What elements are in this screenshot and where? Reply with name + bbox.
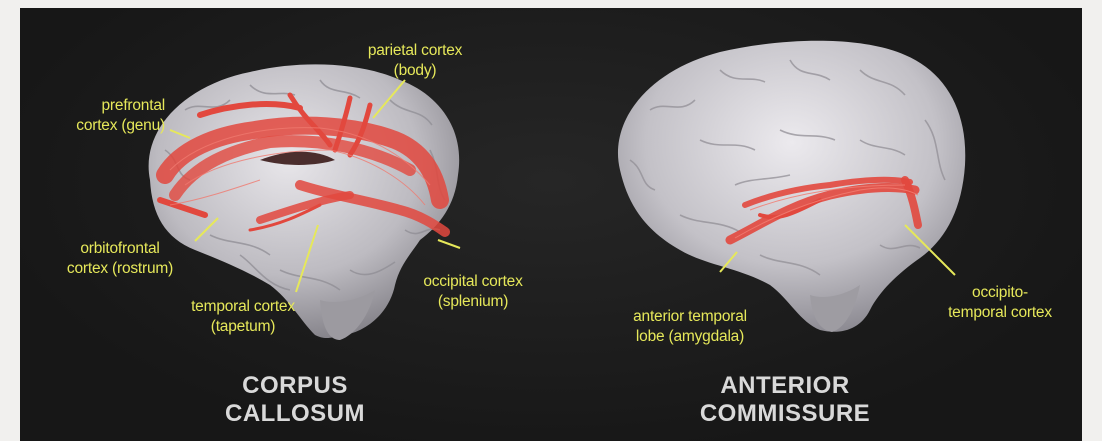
label-anterior-line1: anterior temporal xyxy=(605,307,775,327)
label-occipital-line1: occipital cortex xyxy=(398,272,548,292)
label-occipito-line2: temporal cortex xyxy=(925,303,1075,323)
label-anterior-line2: lobe (amygdala) xyxy=(605,327,775,347)
label-temporal: temporal cortex (tapetum) xyxy=(168,297,318,337)
label-occipito-temporal: occipito- temporal cortex xyxy=(925,283,1075,323)
label-parietal-line2: (body) xyxy=(340,61,490,81)
label-temporal-line2: (tapetum) xyxy=(168,317,318,337)
label-prefrontal-line2: cortex (genu) xyxy=(55,116,165,136)
label-orbitofrontal: orbitofrontal cortex (rostrum) xyxy=(55,239,185,279)
title-corpus-line2: CALLOSUM xyxy=(215,400,375,428)
label-prefrontal: prefrontal cortex (genu) xyxy=(55,96,165,136)
title-anterior-commissure: ANTERIOR COMMISSURE xyxy=(690,372,880,428)
label-prefrontal-line1: prefrontal xyxy=(55,96,165,116)
label-anterior-temporal: anterior temporal lobe (amygdala) xyxy=(605,307,775,347)
right-brain xyxy=(618,41,965,332)
title-anterior-line2: COMMISSURE xyxy=(690,400,880,428)
label-occipital-line2: (splenium) xyxy=(398,292,548,312)
label-occipital: occipital cortex (splenium) xyxy=(398,272,548,312)
label-parietal-line1: parietal cortex xyxy=(340,41,490,61)
label-orbitofrontal-line2: cortex (rostrum) xyxy=(55,259,185,279)
title-corpus-callosum: CORPUS CALLOSUM xyxy=(215,372,375,428)
label-orbitofrontal-line1: orbitofrontal xyxy=(55,239,185,259)
label-parietal: parietal cortex (body) xyxy=(340,41,490,81)
title-anterior-line1: ANTERIOR xyxy=(690,372,880,400)
title-corpus-line1: CORPUS xyxy=(215,372,375,400)
label-temporal-line1: temporal cortex xyxy=(168,297,318,317)
label-occipito-line1: occipito- xyxy=(925,283,1075,303)
